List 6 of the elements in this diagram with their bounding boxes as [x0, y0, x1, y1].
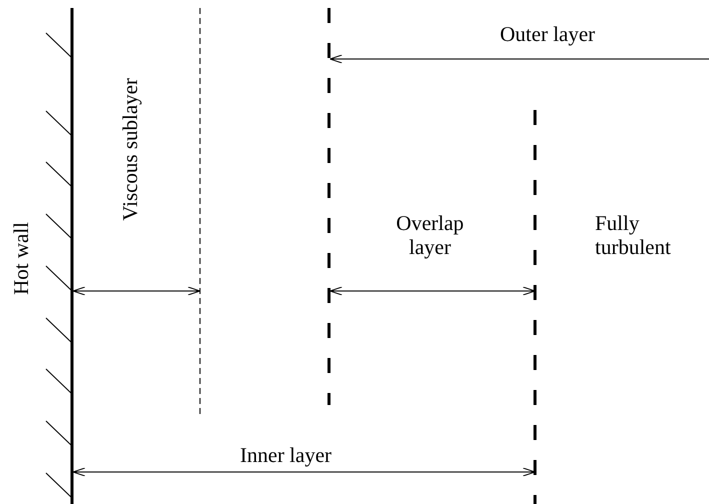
region-label: Viscous sublayer — [118, 78, 142, 221]
region-label: Inner layer — [240, 443, 332, 467]
wall-label: Hot wall — [9, 222, 33, 295]
region-label: Overlap layer — [395, 211, 465, 259]
region-label: Fully turbulent — [595, 211, 672, 259]
region-label: Outer layer — [500, 22, 596, 46]
